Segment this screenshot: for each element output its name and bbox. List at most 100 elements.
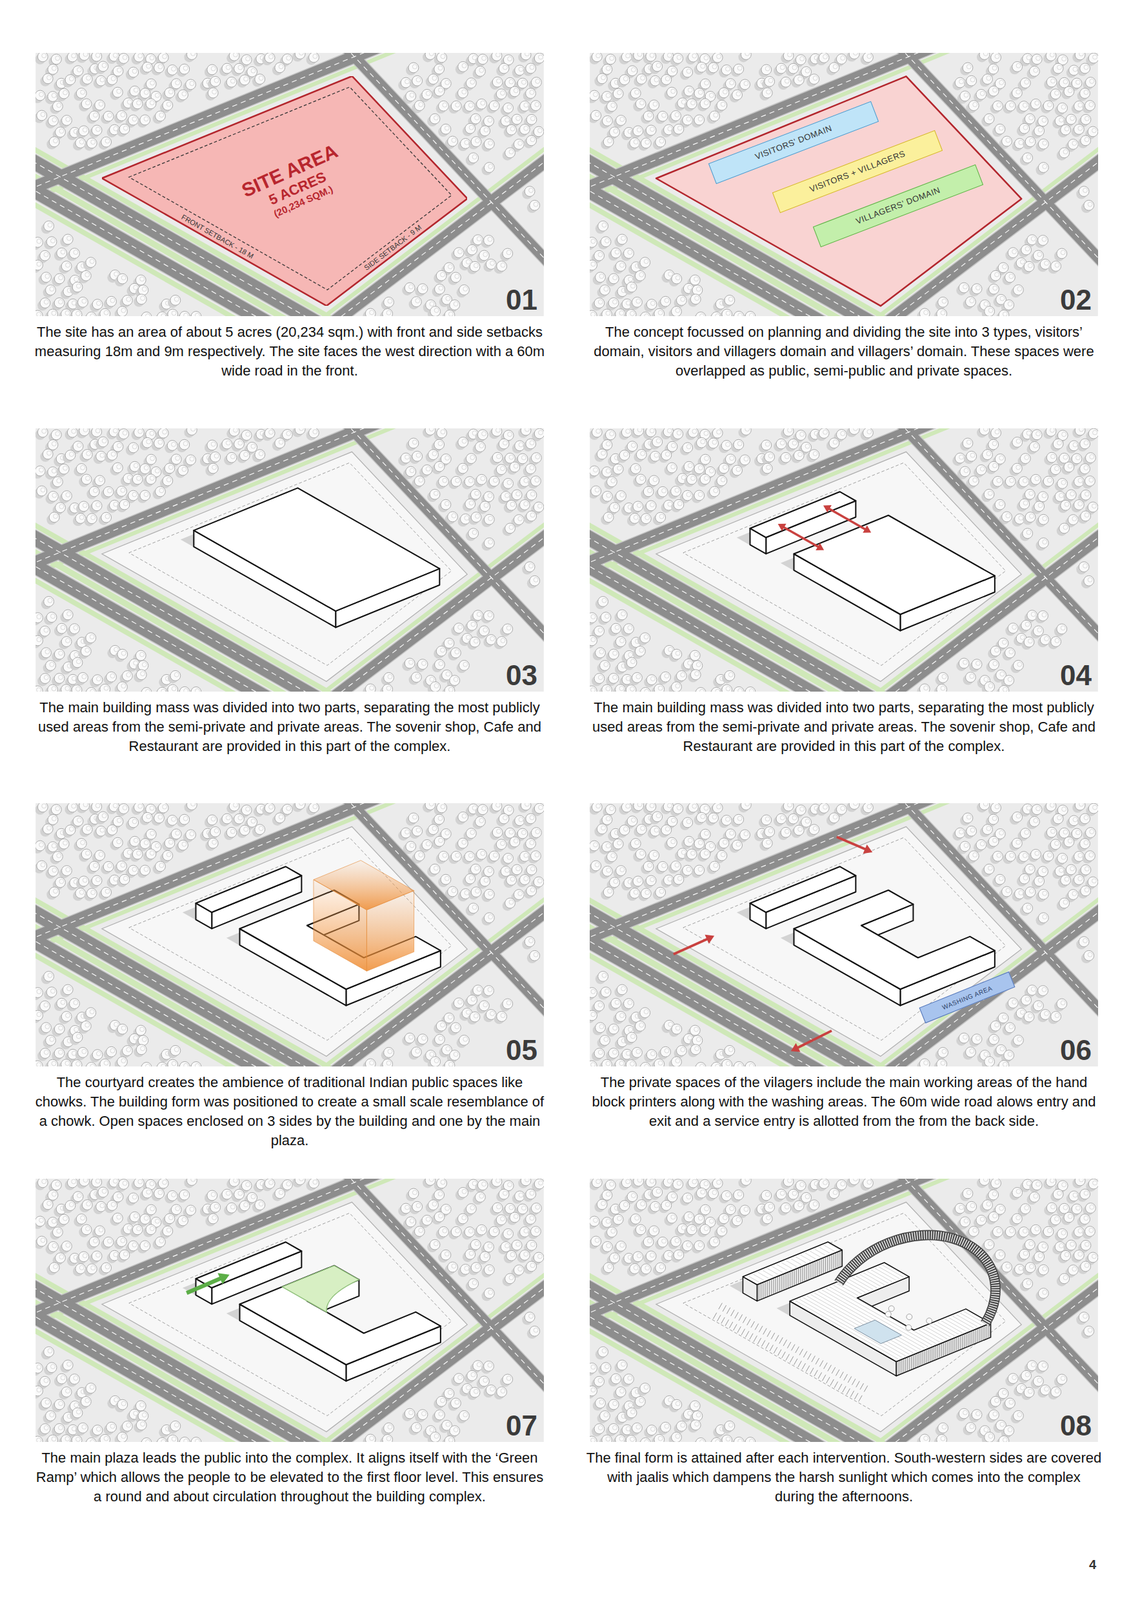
tree	[41, 272, 52, 283]
tree	[513, 514, 524, 526]
tree	[525, 463, 537, 475]
tree-detail	[500, 262, 506, 268]
tree	[672, 53, 684, 64]
callout-number: 01	[505, 283, 538, 317]
tree	[55, 127, 66, 138]
tree-detail	[509, 149, 514, 155]
tree	[526, 489, 537, 501]
tree	[716, 100, 728, 111]
tree	[511, 114, 522, 125]
tree-detail	[458, 249, 463, 255]
tree-detail	[79, 514, 84, 520]
tree-detail	[941, 298, 947, 304]
tree-detail	[606, 117, 611, 122]
tree-detail	[470, 455, 475, 461]
tree-detail	[93, 488, 99, 493]
tree	[226, 452, 237, 463]
tree-detail	[149, 100, 155, 106]
tree	[141, 312, 152, 317]
tree-detail	[1016, 63, 1021, 68]
tree	[112, 462, 123, 473]
tree	[1005, 100, 1016, 111]
tree	[112, 441, 124, 452]
tree	[606, 101, 617, 112]
tree	[780, 76, 791, 88]
tree	[610, 247, 622, 259]
tree	[721, 65, 732, 76]
tree	[457, 87, 468, 99]
tree	[50, 429, 62, 441]
tree	[1085, 77, 1096, 88]
tree-detail	[1000, 296, 1005, 301]
tree	[207, 64, 218, 75]
tree-detail	[487, 493, 493, 499]
lane-marking	[589, 52, 1099, 317]
tree	[1067, 139, 1079, 150]
tree	[62, 609, 73, 621]
tree-detail	[51, 441, 57, 446]
tree	[498, 438, 510, 450]
tree-detail	[103, 310, 109, 315]
tree	[1025, 136, 1036, 148]
tree-detail	[1059, 117, 1064, 122]
tree-detail	[133, 87, 139, 93]
tree	[849, 52, 860, 59]
tree	[1034, 125, 1045, 137]
tree	[155, 486, 166, 497]
tree-detail	[445, 671, 451, 677]
tree	[185, 79, 197, 90]
tree-detail	[140, 671, 146, 677]
tree-detail	[506, 250, 511, 255]
tree-detail	[36, 614, 42, 619]
tree	[496, 261, 508, 272]
tree-detail	[620, 262, 625, 268]
tree-detail	[432, 76, 437, 81]
tree	[78, 501, 90, 512]
tree-detail	[1023, 125, 1028, 130]
tree	[140, 463, 151, 475]
tree	[112, 65, 124, 77]
tree-detail	[136, 476, 142, 481]
tree-detail	[55, 431, 61, 437]
tree	[440, 123, 451, 135]
tree	[480, 125, 491, 137]
tree-detail	[529, 90, 535, 95]
tree	[998, 262, 1009, 273]
tree	[135, 274, 146, 286]
tree	[1074, 52, 1086, 61]
tree-detail	[1042, 164, 1048, 170]
tree	[496, 89, 507, 100]
tree-detail	[823, 54, 828, 59]
tree-detail	[150, 456, 155, 461]
tree	[534, 428, 544, 439]
tree	[491, 428, 502, 437]
tree-detail	[1084, 137, 1090, 142]
tree-detail	[601, 75, 606, 81]
tree-detail	[1078, 102, 1083, 108]
tree-detail	[81, 298, 87, 304]
tree	[598, 220, 609, 231]
tree-detail	[110, 673, 115, 679]
tree-detail	[639, 272, 644, 277]
tree	[492, 452, 503, 463]
tree-detail	[162, 54, 168, 59]
tree-detail	[534, 102, 540, 108]
tree-detail	[787, 52, 793, 57]
tree	[649, 100, 660, 111]
tree-detail	[647, 112, 653, 118]
tree-detail	[670, 67, 676, 73]
tree-detail	[412, 64, 417, 70]
tree-detail	[214, 78, 219, 83]
tree-detail	[60, 625, 66, 630]
tree-detail	[149, 476, 155, 481]
tree-detail	[71, 429, 77, 434]
tree-detail	[80, 89, 86, 95]
tree-detail	[51, 65, 57, 71]
tree	[417, 283, 428, 295]
tree-detail	[126, 296, 131, 302]
tree-detail	[537, 503, 542, 509]
tree	[615, 261, 626, 272]
tree	[65, 450, 76, 461]
tree-detail	[36, 261, 42, 267]
tree	[467, 620, 478, 631]
